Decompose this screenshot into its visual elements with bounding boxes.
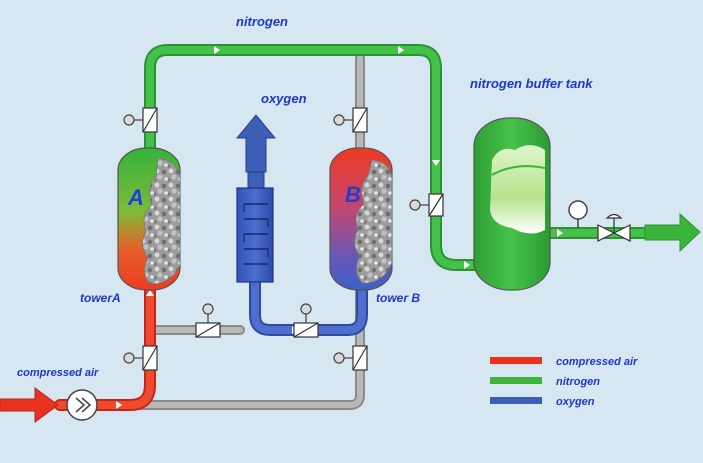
pressure-gauge-icon: [123, 114, 135, 126]
valve-icon: [133, 345, 158, 371]
compressed-air-pipes: [54, 284, 156, 411]
gray-pipes: [115, 53, 365, 410]
oxygen-column: [236, 169, 274, 283]
valve-icon: [343, 107, 368, 133]
pressure-gauge-icon: [123, 352, 135, 364]
nitrogen-outlet-arrow-icon: [644, 212, 701, 253]
valve-icon: [343, 345, 368, 371]
legend-item: compressed air: [490, 356, 638, 368]
nitrogen-buffer-tank-label: nitrogen buffer tank: [470, 76, 593, 91]
tower-b: B: [329, 147, 393, 291]
inlet-arrow-icon: [0, 387, 59, 423]
outlet-valve-icon: [597, 213, 631, 242]
tower-b-letter: B: [345, 182, 361, 207]
legend-label-nitrogen: nitrogen: [556, 376, 600, 388]
pressure-gauge-icon: [568, 200, 588, 228]
nitrogen-label: nitrogen: [236, 14, 288, 29]
tower-a-letter: A: [127, 185, 144, 210]
legend-item: oxygen: [490, 396, 595, 408]
legend: compressed air nitrogen oxygen: [490, 356, 638, 408]
pressure-gauge-icon: [409, 199, 421, 211]
legend-label-compressed-air: compressed air: [556, 356, 638, 368]
valve-icon: [195, 313, 221, 338]
pressure-gauge-icon: [202, 303, 214, 315]
valve-icon: [133, 107, 158, 133]
compressor-icon: [66, 389, 98, 421]
pressure-gauge-icon: [300, 303, 312, 315]
legend-label-oxygen: oxygen: [556, 396, 595, 408]
oxygen-label: oxygen: [261, 91, 307, 106]
nitrogen-buffer-tank: [473, 117, 551, 291]
flow-arrow-icons: [116, 46, 563, 409]
valve-icon: [419, 193, 444, 217]
valve-icon: [293, 313, 319, 338]
tower-a: A: [117, 147, 181, 291]
pressure-gauge-icon: [333, 114, 345, 126]
legend-item: nitrogen: [490, 376, 600, 388]
compressed-air-label: compressed air: [17, 367, 99, 379]
tower-b-label: tower B: [376, 291, 420, 305]
oxygen-vent-arrow-icon: [235, 114, 277, 173]
pressure-gauge-icon: [333, 352, 345, 364]
tower-a-label: towerA: [80, 291, 121, 305]
